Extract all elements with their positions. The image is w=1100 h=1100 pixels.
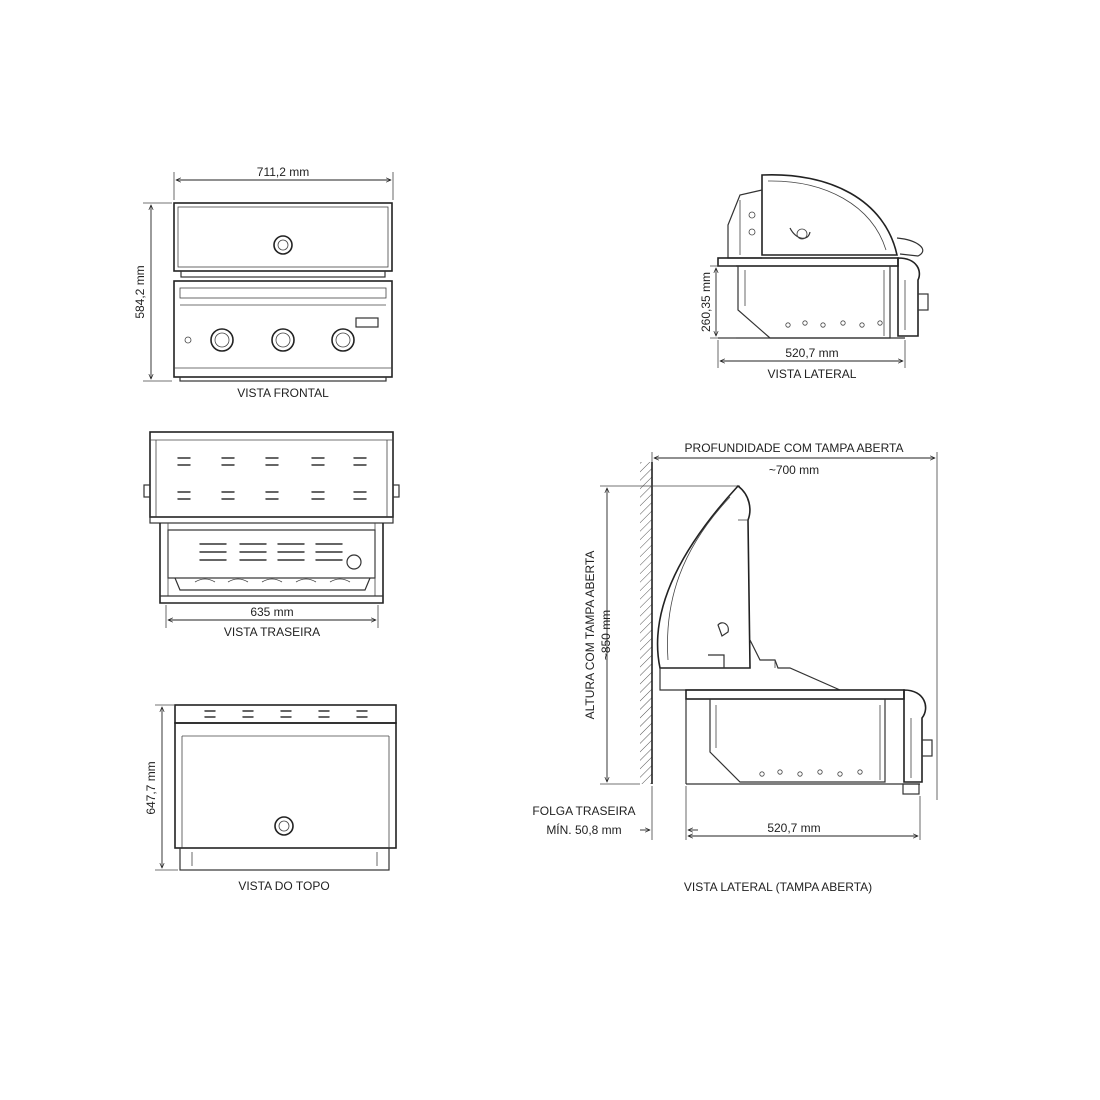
open-height-label: ALTURA COM TAMPA ABERTA [583,551,597,720]
open-body-depth-label: 520,7 mm [767,821,820,835]
top-view-title: VISTA DO TOPO [238,879,329,893]
open-height-value: ~850 mm [599,610,613,660]
side-open-view-title: VISTA LATERAL (TAMPA ABERTA) [684,880,872,894]
wall-hatch [640,462,652,784]
clearance-label: FOLGA TRASEIRA [532,804,635,818]
rear-lid-vents-bottom [177,491,367,500]
clearance-value: MÍN. 50,8 mm [546,822,621,837]
open-depth-value: ~700 mm [769,463,819,477]
front-width-label: 711,2 mm [257,165,309,179]
rear-view: 635 mm VISTA TRASEIRA [143,431,400,639]
side-depth-label: 520,7 mm [785,346,838,360]
front-view: 711,2 mm 584,2 mm VISTA FRONTAL [133,165,394,400]
rear-width-label: 635 mm [250,605,293,619]
top-view: 647,7 mm VISTA DO TOPO [144,704,397,893]
top-vents [204,710,368,718]
side-height-label: 260,35 mm [699,272,713,332]
rear-view-title: VISTA TRASEIRA [224,625,320,639]
top-depth-label: 647,7 mm [144,761,158,814]
open-depth-label: PROFUNDIDADE COM TAMPA ABERTA [685,441,904,455]
front-height-label: 584,2 mm [133,265,147,318]
front-view-title: VISTA FRONTAL [237,386,329,400]
side-open-view: PROFUNDIDADE COM TAMPA ABERTA ~700 mm AL… [532,441,938,894]
side-view-title: VISTA LATERAL [768,367,857,381]
rear-lid-vents-top [177,457,367,466]
rear-body-vents [199,543,343,561]
side-view: 260,35 mm 520,7 mm VISTA LATERAL [699,174,929,381]
